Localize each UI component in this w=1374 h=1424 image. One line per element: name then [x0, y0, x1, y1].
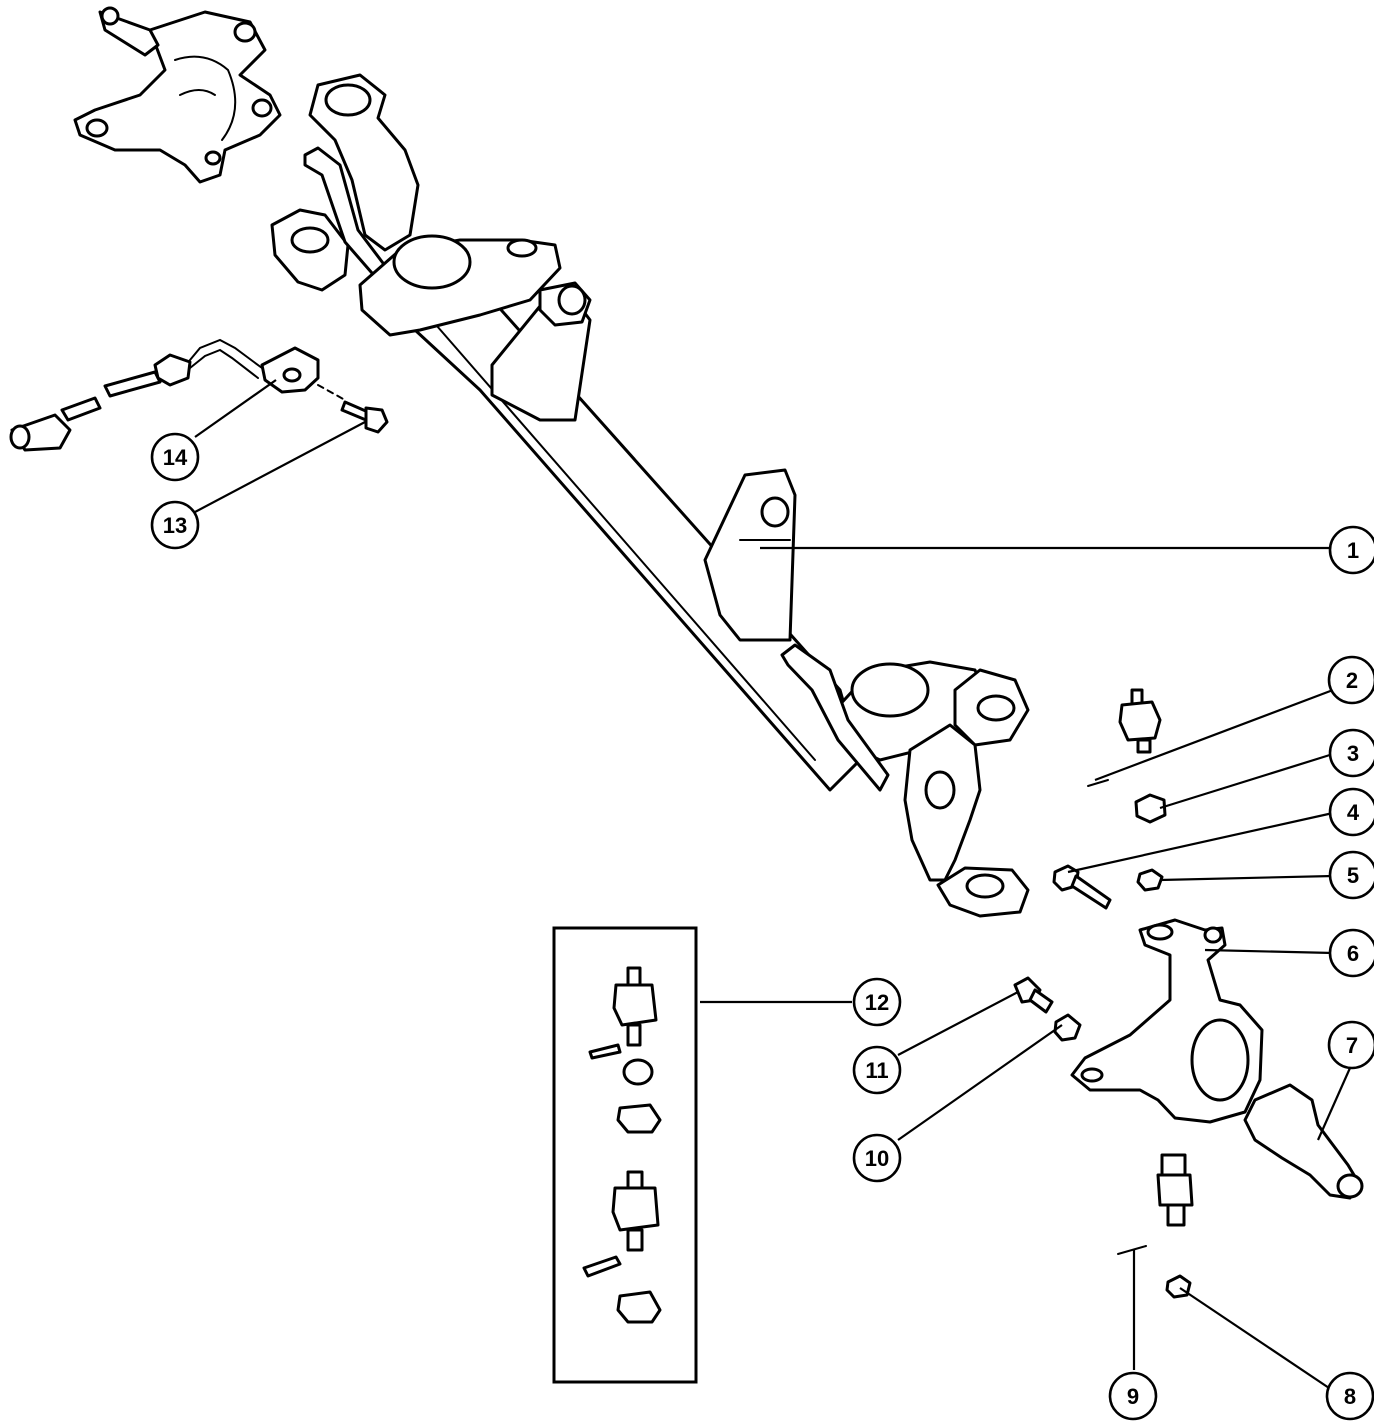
callout-14-label: 14: [163, 445, 188, 470]
callout-8-label: 8: [1344, 1384, 1356, 1409]
callout-10-label: 10: [865, 1146, 889, 1171]
callout-12-label: 12: [865, 990, 889, 1015]
callout-4-label: 4: [1347, 800, 1360, 825]
callout-8: 8: [1325, 1371, 1374, 1421]
bushing-3: [1134, 793, 1167, 824]
callout-9-label: 9: [1127, 1384, 1139, 1409]
steering-knuckle-6: [1070, 918, 1264, 1124]
spindle-7: [1243, 1083, 1364, 1200]
bolt-4: [1052, 864, 1112, 910]
lower-ball-joint: [1156, 1153, 1194, 1227]
upper-left-steering-knuckle: [73, 6, 282, 184]
bolt-11: [1013, 976, 1054, 1014]
callout-13: 13: [150, 500, 200, 550]
callout-4: 4: [1328, 787, 1374, 837]
callout-9: 9: [1108, 1371, 1158, 1421]
nut-5: [1136, 868, 1164, 892]
callout-12: 12: [852, 977, 902, 1027]
callout-11-label: 11: [865, 1058, 888, 1083]
axle-housing: [270, 73, 1030, 918]
callout-10: 10: [852, 1133, 902, 1183]
callout-5-label: 5: [1347, 863, 1359, 888]
callout-1-label: 1: [1347, 538, 1359, 563]
nut-8: [1165, 1274, 1192, 1299]
ball-joint-2: [1087, 688, 1162, 787]
callout-2: 2: [1327, 655, 1374, 705]
callout-14: 14: [150, 432, 200, 482]
callout-7-label: 7: [1346, 1033, 1358, 1058]
tie-rod-end-assembly: [9, 338, 320, 452]
callout-1: 1: [1328, 525, 1374, 575]
ball-joint-kit-box: [552, 926, 698, 1384]
callout-11: 11: [852, 1045, 902, 1095]
callout-7: 7: [1327, 1020, 1374, 1070]
callout-6-label: 6: [1347, 941, 1359, 966]
callout-6: 6: [1328, 928, 1374, 978]
callout-3: 3: [1328, 728, 1374, 778]
callout-13-label: 13: [163, 513, 187, 538]
callout-5: 5: [1328, 850, 1374, 900]
cotter-pin-9: [1117, 1245, 1147, 1255]
callout-3-label: 3: [1347, 741, 1359, 766]
nut-10: [1053, 1013, 1082, 1042]
leader-lines: [194, 379, 1352, 1393]
bolt-13: [317, 384, 389, 434]
callout-2-label: 2: [1346, 668, 1358, 693]
